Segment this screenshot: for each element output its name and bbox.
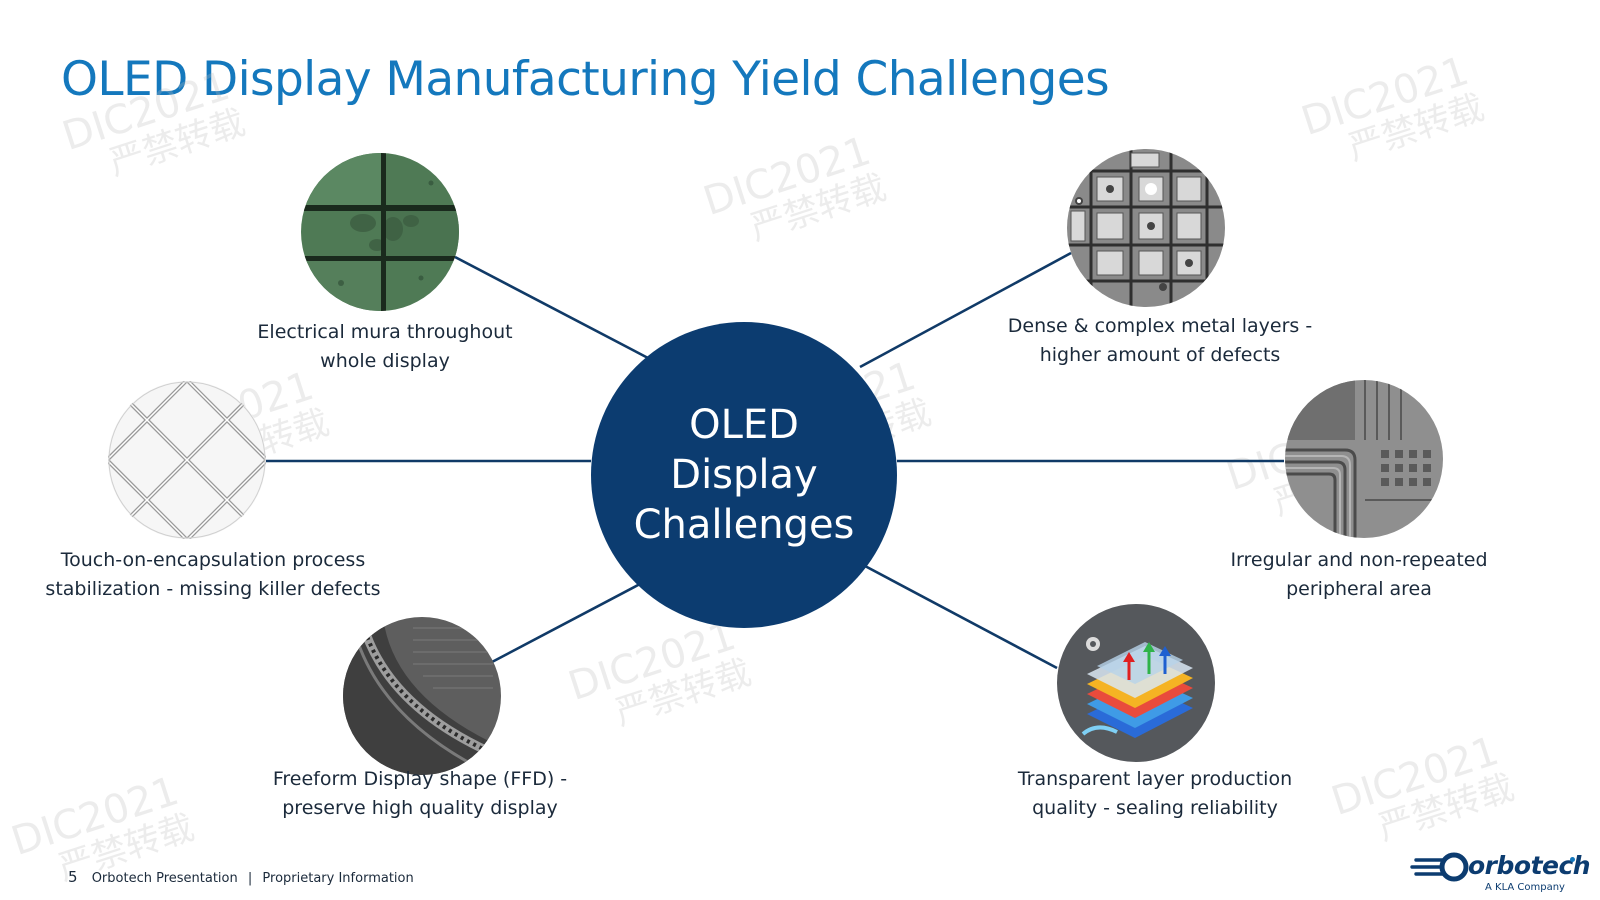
- challenge-caption-stack: Transparent layer production quality - s…: [1017, 768, 1293, 819]
- hub-circle: OLED Display Challenges: [591, 322, 897, 628]
- logo-wordmark: orbotech: [1468, 851, 1591, 880]
- slide-title: OLED Display Manufacturing Yield Challen…: [61, 52, 1110, 107]
- orbotech-logo: orbotech A KLA Company: [1410, 851, 1591, 895]
- hub-line-2: Display: [670, 452, 818, 498]
- layer-stack-photo: [1057, 604, 1215, 762]
- connector-stack: [864, 564, 1058, 670]
- challenge-caption-touch: Touch-on-encapsulation process stabiliza…: [45, 549, 381, 600]
- connector-metal: [859, 251, 1072, 369]
- connector-freeform: [491, 582, 641, 664]
- hub-line-1: OLED: [689, 402, 799, 448]
- challenge-caption-peripheral: Irregular and non-repeated peripheral ar…: [1230, 549, 1488, 600]
- challenge-caption-freeform: Freeform Display shape (FFD) - preserve …: [272, 768, 568, 819]
- challenge-caption-mura: Electrical mura throughout whole display: [257, 321, 513, 372]
- touch-mesh-photo: [108, 381, 266, 539]
- logo-dot: [1570, 857, 1575, 862]
- footer-classification: Proprietary Information: [262, 871, 414, 886]
- orbotech-swoosh-icon: [1410, 852, 1469, 882]
- hub-line-3: Challenges: [633, 502, 855, 548]
- logo-tagline: A KLA Company: [1485, 882, 1565, 893]
- peripheral-area-photo: [1285, 380, 1443, 538]
- page-number: 5: [68, 868, 78, 886]
- freeform-edge-photo: [343, 617, 501, 775]
- slide-footer: 5 Orbotech Presentation | Proprietary In…: [68, 868, 414, 886]
- connector-mura: [454, 255, 649, 360]
- footer-separator: |: [247, 871, 253, 886]
- electrical-mura-photo: [301, 153, 459, 311]
- footer-presentation: Orbotech Presentation: [91, 871, 238, 886]
- challenge-caption-metal: Dense & complex metal layers - higher am…: [1007, 315, 1313, 366]
- metal-layers-photo: [1067, 149, 1225, 307]
